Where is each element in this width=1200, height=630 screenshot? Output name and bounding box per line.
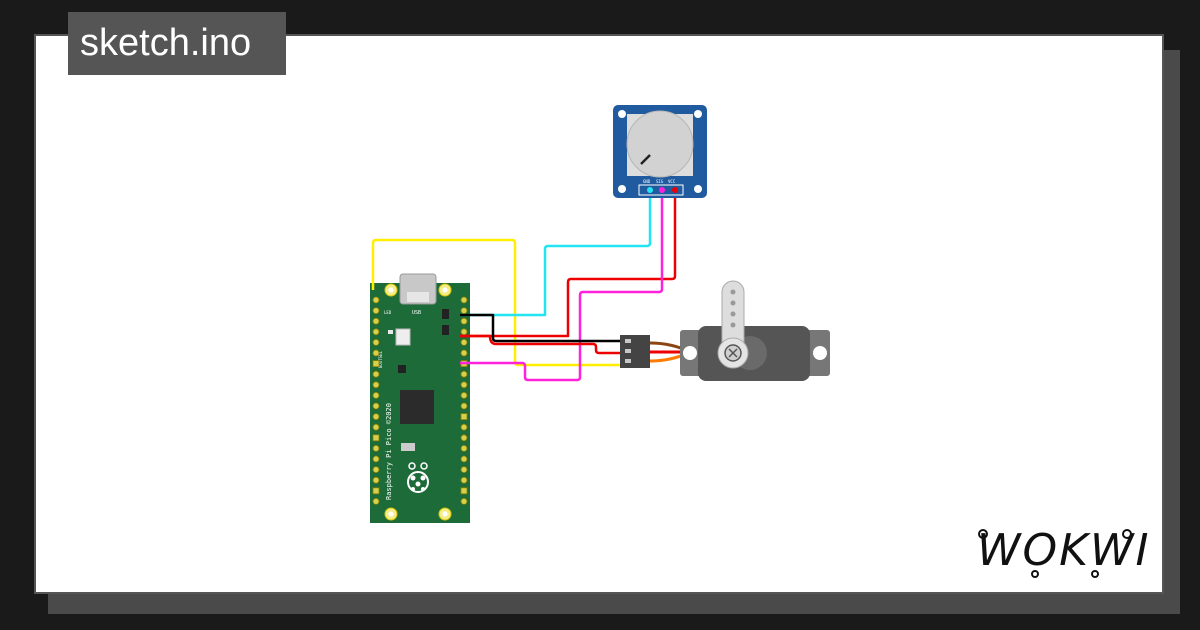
pico-pin-left[interactable] (372, 444, 380, 452)
wires[interactable] (371, 190, 677, 382)
pico-pin-right[interactable] (460, 497, 468, 505)
pico-pin-left[interactable] (372, 338, 380, 346)
wire-magenta[interactable] (460, 190, 664, 382)
pico-pin-left[interactable] (372, 296, 380, 304)
pico-pin-left[interactable] (372, 381, 380, 389)
pico-pin-right[interactable] (460, 338, 468, 346)
pico-pin-right[interactable] (460, 476, 468, 484)
wokwi-logo-text: WOKWI (977, 525, 1150, 576)
pot-mount-hole (618, 185, 626, 193)
wokwi-logo: WOKWI (977, 525, 1150, 578)
pico-pin-right[interactable] (460, 423, 468, 431)
pico-debug-pad (401, 443, 415, 451)
pico-pin-right[interactable] (460, 444, 468, 452)
servo-horn-hole (730, 300, 736, 306)
pico-pin-right[interactable] (460, 391, 468, 399)
servo-horn-hole (730, 289, 736, 295)
pico-pin-right[interactable] (460, 402, 468, 410)
servo-motor[interactable] (620, 280, 830, 381)
pico-pin-left[interactable] (372, 413, 380, 421)
servo-screw-cross (728, 348, 738, 358)
servo-connector (620, 335, 650, 368)
pico-pins-left[interactable] (372, 296, 380, 505)
pot-mount-hole (694, 185, 702, 193)
servo-mount-hole (683, 346, 697, 360)
servo-horn-hole (730, 311, 736, 317)
bootsel-button[interactable] (395, 328, 411, 346)
pico-usb-label: USB (412, 310, 421, 316)
rp2040-chip (400, 390, 434, 424)
pico-pin-right[interactable] (460, 296, 468, 304)
file-tab-sketch[interactable]: sketch.ino (68, 12, 286, 75)
pot-pin-gnd[interactable] (647, 187, 653, 193)
pico-pin-right[interactable] (460, 328, 468, 336)
pot-mount-hole (618, 110, 626, 118)
pot-knob[interactable] (626, 110, 694, 178)
pico-pin-left[interactable] (372, 370, 380, 378)
servo-connector-pin (625, 339, 631, 343)
mounting-hole-center (442, 287, 448, 293)
wire-yellow[interactable] (371, 238, 622, 367)
pico-pin-left[interactable] (372, 487, 380, 495)
servo-horn-hole (730, 322, 736, 328)
pico-pin-left[interactable] (372, 328, 380, 336)
logo-node-icon (1091, 570, 1099, 578)
pico-pin-left[interactable] (372, 349, 380, 357)
pico-pin-left[interactable] (372, 402, 380, 410)
pico-pin-right[interactable] (460, 381, 468, 389)
pico-pin-right[interactable] (460, 455, 468, 463)
pico-pin-left[interactable] (372, 466, 380, 474)
usb-connector-inner (407, 292, 429, 302)
pot-pin-gnd-label: GND (643, 179, 651, 184)
logo-node-icon (1031, 570, 1039, 578)
pico-pin-left[interactable] (372, 476, 380, 484)
pico-component (442, 325, 449, 335)
pot-pin-vcc-label: VCC (668, 179, 676, 184)
pico-pin-right[interactable] (460, 370, 468, 378)
pico-pin-left[interactable] (372, 497, 380, 505)
pico-pin-left[interactable] (372, 391, 380, 399)
potentiometer[interactable]: GND SIG VCC (613, 105, 707, 198)
wire-cyan[interactable] (460, 190, 652, 317)
pot-mount-hole (694, 110, 702, 118)
logo-node-icon (1122, 529, 1132, 539)
pot-pin-vcc[interactable] (672, 187, 678, 193)
wire-red[interactable] (460, 190, 677, 338)
mounting-hole-center (388, 511, 394, 517)
pico-pin-left[interactable] (372, 307, 380, 315)
mounting-hole-center (388, 287, 394, 293)
servo-connector-pin (625, 349, 631, 353)
wire-red-servo[interactable] (460, 334, 622, 355)
pot-pin-sig[interactable] (659, 187, 665, 193)
raspberry-logo-icon (407, 462, 429, 493)
pico-component (398, 365, 406, 373)
pico-pin-right[interactable] (460, 307, 468, 315)
pico-pin-left[interactable] (372, 434, 380, 442)
onboard-led (388, 330, 393, 334)
servo-mount-hole (813, 346, 827, 360)
raspberry-pi-pico[interactable]: USB LED BOOTSEL Raspberry Pi Pico ©2020 (370, 273, 470, 523)
pico-pin-right[interactable] (460, 466, 468, 474)
pico-pin-right[interactable] (460, 317, 468, 325)
pot-knob-indicator (640, 154, 651, 165)
pico-pin-left[interactable] (372, 360, 380, 368)
pico-board-label: Raspberry Pi Pico ©2020 (385, 403, 393, 500)
pico-pin-right[interactable] (460, 413, 468, 421)
servo-connector-pin (625, 359, 631, 363)
pico-pin-right[interactable] (460, 349, 468, 357)
pico-pin-right[interactable] (460, 487, 468, 495)
pot-pin-sig-label: SIG (656, 179, 664, 184)
simulation-canvas[interactable] (34, 34, 1164, 594)
mounting-hole-center (442, 511, 448, 517)
pico-pin-left[interactable] (372, 455, 380, 463)
logo-node-icon (978, 529, 988, 539)
pico-bootsel-label: BOOTSEL (378, 351, 383, 368)
pico-pin-left[interactable] (372, 317, 380, 325)
wire-black[interactable] (460, 313, 622, 343)
pico-pin-left[interactable] (372, 423, 380, 431)
pico-led-label: LED (384, 310, 392, 315)
pico-pin-right[interactable] (460, 434, 468, 442)
pico-component (442, 309, 449, 319)
